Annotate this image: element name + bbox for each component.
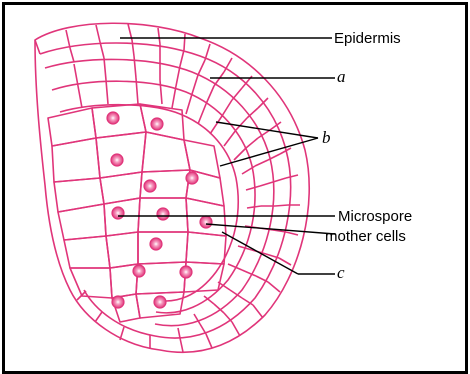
nucleus — [151, 118, 163, 130]
anther-lobe-cells — [35, 23, 309, 352]
nucleus — [112, 207, 124, 219]
cell — [138, 232, 188, 264]
nucleus — [157, 208, 169, 220]
nucleus — [144, 180, 156, 192]
epidermis-walls — [35, 24, 300, 352]
nucleus — [154, 296, 166, 308]
label-mother-cells: mother cells — [325, 228, 406, 245]
label-b: b — [322, 128, 331, 147]
leader-b-lower — [220, 138, 318, 166]
labels: Epidermis a b Microspore mother cells c — [322, 30, 412, 282]
leader-c — [222, 232, 298, 274]
endothecium-inner-wall — [45, 59, 274, 325]
middle-layer-1 — [52, 81, 255, 313]
nuclei — [107, 112, 212, 308]
cell — [58, 204, 106, 240]
nucleus — [112, 296, 124, 308]
label-c: c — [337, 263, 345, 282]
cell — [106, 232, 138, 268]
nucleus — [133, 265, 145, 277]
cell — [52, 138, 100, 182]
nucleus — [200, 216, 212, 228]
label-microspore: Microspore — [338, 208, 412, 225]
nucleus — [186, 172, 198, 184]
label-epidermis: Epidermis — [334, 30, 401, 47]
cell — [70, 268, 112, 298]
cell — [64, 236, 110, 268]
nucleus — [107, 112, 119, 124]
cell — [48, 108, 96, 146]
cell — [186, 232, 226, 264]
label-a: a — [337, 67, 346, 86]
nucleus — [111, 154, 123, 166]
nucleus — [180, 266, 192, 278]
cell — [54, 178, 104, 212]
nucleus — [150, 238, 162, 250]
cell — [142, 132, 190, 172]
